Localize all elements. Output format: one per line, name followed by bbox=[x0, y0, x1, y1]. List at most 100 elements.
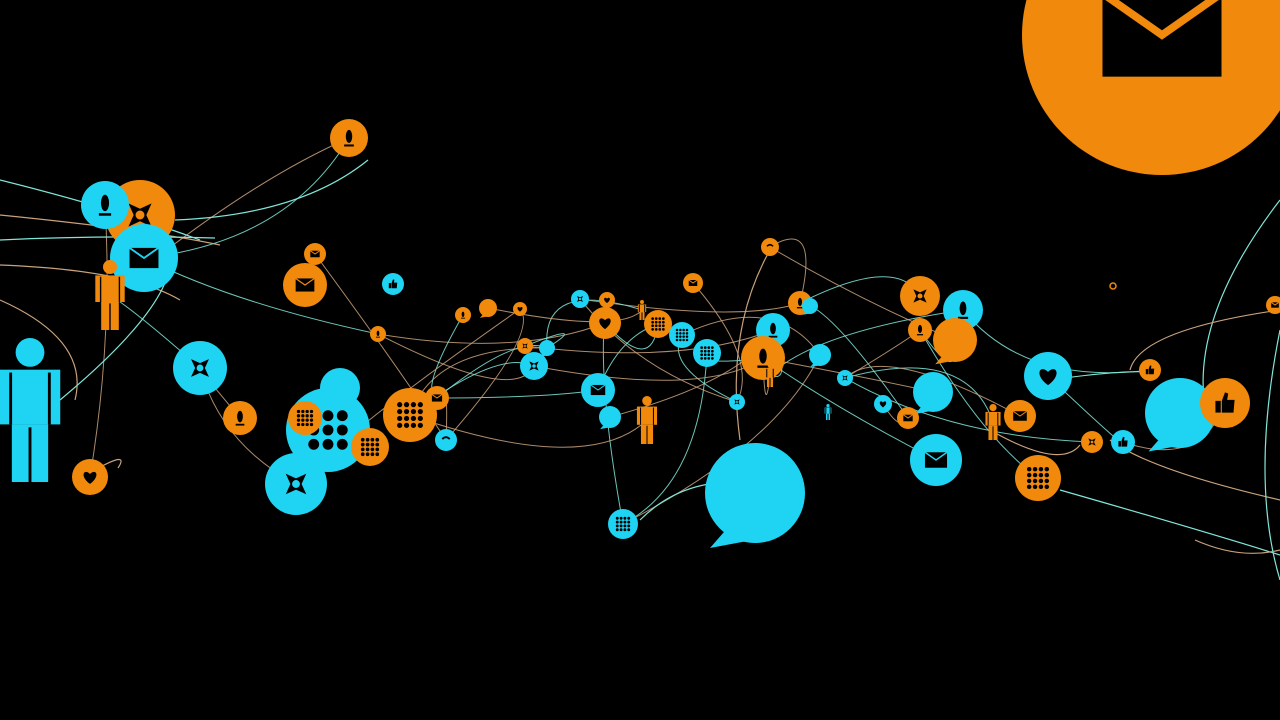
icon-node bbox=[173, 341, 227, 395]
icon-node bbox=[571, 290, 589, 308]
chat-bubble-icon bbox=[705, 443, 805, 543]
dot-grid-icon-dot bbox=[375, 437, 380, 442]
dot-grid-icon-dot bbox=[336, 424, 348, 436]
dot-grid-icon-dot bbox=[679, 328, 682, 332]
icon-node bbox=[265, 453, 327, 515]
dot-grid-icon-dot bbox=[703, 356, 707, 360]
icon-node bbox=[81, 181, 129, 229]
icon-node bbox=[304, 243, 326, 265]
dot-grid-icon-dot bbox=[309, 422, 314, 427]
person-body bbox=[764, 368, 776, 378]
microphone-icon bbox=[959, 301, 967, 316]
icon-node bbox=[513, 302, 527, 316]
dot-grid-icon-dot bbox=[710, 349, 714, 353]
dot-grid-icon-dot bbox=[417, 422, 423, 428]
icon-node bbox=[913, 372, 953, 414]
mail-flap bbox=[310, 250, 320, 255]
icon-node bbox=[520, 352, 548, 380]
icon-node bbox=[741, 336, 785, 380]
dot-grid-icon-dot bbox=[623, 524, 627, 528]
mail-flap bbox=[431, 394, 443, 399]
person-icon bbox=[103, 260, 117, 274]
icon-node bbox=[599, 292, 615, 308]
icon-node bbox=[802, 298, 818, 315]
dot-grid-icon-dot bbox=[658, 317, 662, 321]
dot-grid-icon-dot bbox=[651, 327, 655, 331]
dot-grid-icon-dot bbox=[1044, 466, 1050, 472]
dot-grid-icon-dot bbox=[365, 447, 370, 452]
network-link bbox=[769, 246, 956, 341]
compass-center bbox=[196, 364, 204, 372]
network-link bbox=[524, 333, 565, 349]
thumbs-up-hand bbox=[1221, 392, 1235, 413]
network-link bbox=[844, 329, 921, 379]
dot-grid-icon-dot bbox=[685, 338, 689, 342]
dot-grid-icon-dot bbox=[397, 402, 403, 408]
network-link bbox=[445, 308, 524, 441]
thumbs-up-icon bbox=[1215, 400, 1221, 413]
dot-grid-icon-dot bbox=[679, 335, 682, 338]
dot-grid-icon-dot bbox=[1038, 472, 1044, 478]
dot-grid-icon-dot bbox=[301, 422, 305, 427]
network-link bbox=[1264, 329, 1280, 581]
icon-node bbox=[383, 388, 437, 442]
dot-grid-icon-dot bbox=[360, 447, 365, 452]
dot-grid-icon-dot bbox=[615, 524, 619, 528]
icon-node bbox=[1111, 430, 1135, 454]
dot-grid-icon-dot bbox=[403, 422, 410, 428]
dot-grid-icon-dot bbox=[1026, 484, 1032, 490]
chat-bubble-icon bbox=[1145, 378, 1215, 448]
dot-grid-icon-dot bbox=[700, 349, 704, 353]
compass-center bbox=[843, 376, 847, 380]
icon-node bbox=[1081, 431, 1103, 453]
dot-grid-icon-dot bbox=[651, 320, 655, 324]
icon-node bbox=[910, 434, 962, 486]
dot-grid-icon-dot bbox=[1044, 478, 1050, 484]
chat-bubble-icon bbox=[933, 318, 977, 362]
icon-node bbox=[644, 310, 672, 338]
compass-center bbox=[735, 400, 739, 404]
network-link bbox=[174, 159, 369, 221]
dot-grid-icon-dot bbox=[707, 353, 711, 357]
chat-bubble-tail bbox=[810, 362, 819, 368]
network-link bbox=[762, 357, 937, 461]
network-link bbox=[735, 249, 771, 441]
microphone-base bbox=[916, 334, 924, 336]
icon-node bbox=[1015, 455, 1061, 501]
network-link bbox=[377, 333, 535, 381]
person-node bbox=[985, 404, 1001, 440]
dot-grid-icon-dot bbox=[360, 452, 365, 457]
icon-node bbox=[1145, 378, 1215, 452]
mail-flap bbox=[1270, 301, 1280, 306]
dot-grid-icon-dot bbox=[336, 410, 348, 422]
person-icon bbox=[767, 363, 773, 368]
dot-grid-icon-dot bbox=[661, 320, 665, 324]
heart-icon bbox=[879, 401, 887, 408]
compass-center bbox=[135, 210, 145, 220]
network-link bbox=[431, 314, 464, 399]
icon-node bbox=[517, 338, 533, 354]
person-body bbox=[824, 407, 832, 414]
dot-grid-icon-dot bbox=[370, 442, 375, 447]
network-link bbox=[0, 299, 78, 401]
dot-grid-icon-dot bbox=[707, 349, 711, 353]
dot-grid-icon-dot bbox=[654, 317, 658, 321]
dot-grid-icon-dot bbox=[679, 332, 682, 335]
dot-grid-icon-dot bbox=[623, 520, 627, 524]
dot-grid-icon-dot bbox=[360, 437, 365, 442]
icon-node bbox=[382, 273, 404, 295]
dot-grid-icon-dot bbox=[710, 346, 714, 350]
icon-node bbox=[908, 318, 932, 342]
icon-node bbox=[283, 263, 327, 307]
icon-node bbox=[1024, 352, 1072, 400]
person-icon bbox=[989, 404, 997, 412]
dot-grid-icon-dot bbox=[305, 422, 309, 427]
dot-grid-icon-dot bbox=[403, 402, 410, 408]
compass-center bbox=[532, 364, 536, 368]
dot-grid-icon-dot bbox=[1026, 478, 1032, 484]
compass-center bbox=[1090, 440, 1094, 444]
dot-grid-icon-dot bbox=[685, 328, 689, 332]
icon-node bbox=[1266, 296, 1280, 314]
dot-grid-icon-dot bbox=[1038, 484, 1044, 490]
dot-grid-icon-dot bbox=[707, 356, 711, 360]
